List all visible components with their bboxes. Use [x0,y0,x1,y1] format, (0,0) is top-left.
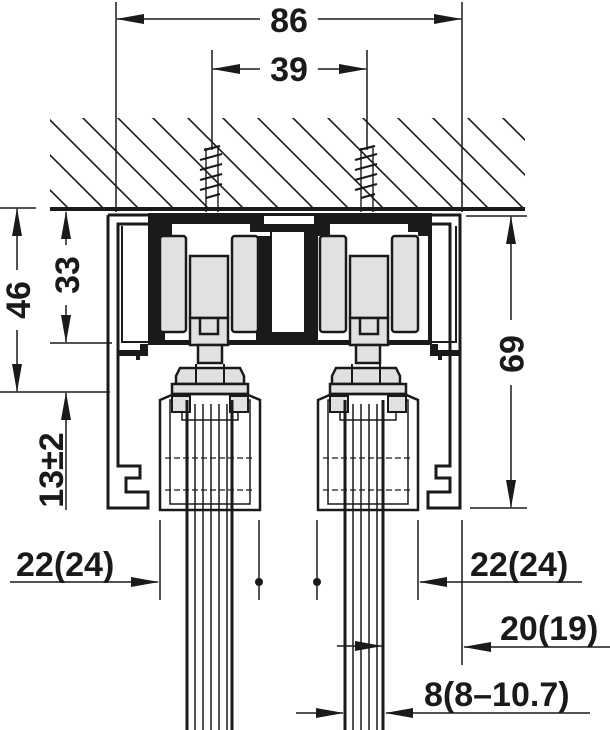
dim-left-gap: 13±2 [33,392,71,510]
right-extension-lines [466,215,527,509]
dim-overall-width: 86 [116,2,462,40]
svg-text:8(8–10.7): 8(8–10.7) [424,676,570,714]
svg-text:20(19): 20(19) [500,610,598,648]
svg-text:46: 46 [0,281,38,319]
svg-text:69: 69 [492,335,530,373]
dim-left-total-height: 46 [0,208,38,392]
door-clamp-right [316,382,420,512]
door-panel-right [343,400,385,730]
roller-left [158,234,260,386]
svg-text:22(24): 22(24) [470,546,568,584]
roller-right [318,234,420,386]
ceiling-hatch [50,118,525,210]
dim-left-upper-height: 33 [49,211,87,343]
svg-text:33: 33 [49,256,87,294]
ceiling-line [50,207,525,211]
screw-right [354,144,378,212]
dim-left-offset: 22(24) [10,546,159,587]
svg-text:13±2: 13±2 [33,432,71,507]
dim-screw-spacing: 39 [212,51,367,89]
door-panel-left [185,400,234,730]
centerline-dot-left [255,578,263,586]
bottom-extension-lines [159,520,463,665]
door-clamp-left [158,382,262,512]
svg-text:39: 39 [270,51,308,89]
screw-left [199,144,223,212]
svg-text:86: 86 [270,2,308,40]
dim-right-track-height: 69 [492,216,530,508]
dim-right-edge-offset: 20(19) [337,610,610,652]
centerline-dot-right [313,578,321,586]
svg-text:22(24): 22(24) [16,546,114,584]
dim-door-thickness: 8(8–10.7) [296,676,590,718]
dim-right-offset: 22(24) [419,546,582,587]
